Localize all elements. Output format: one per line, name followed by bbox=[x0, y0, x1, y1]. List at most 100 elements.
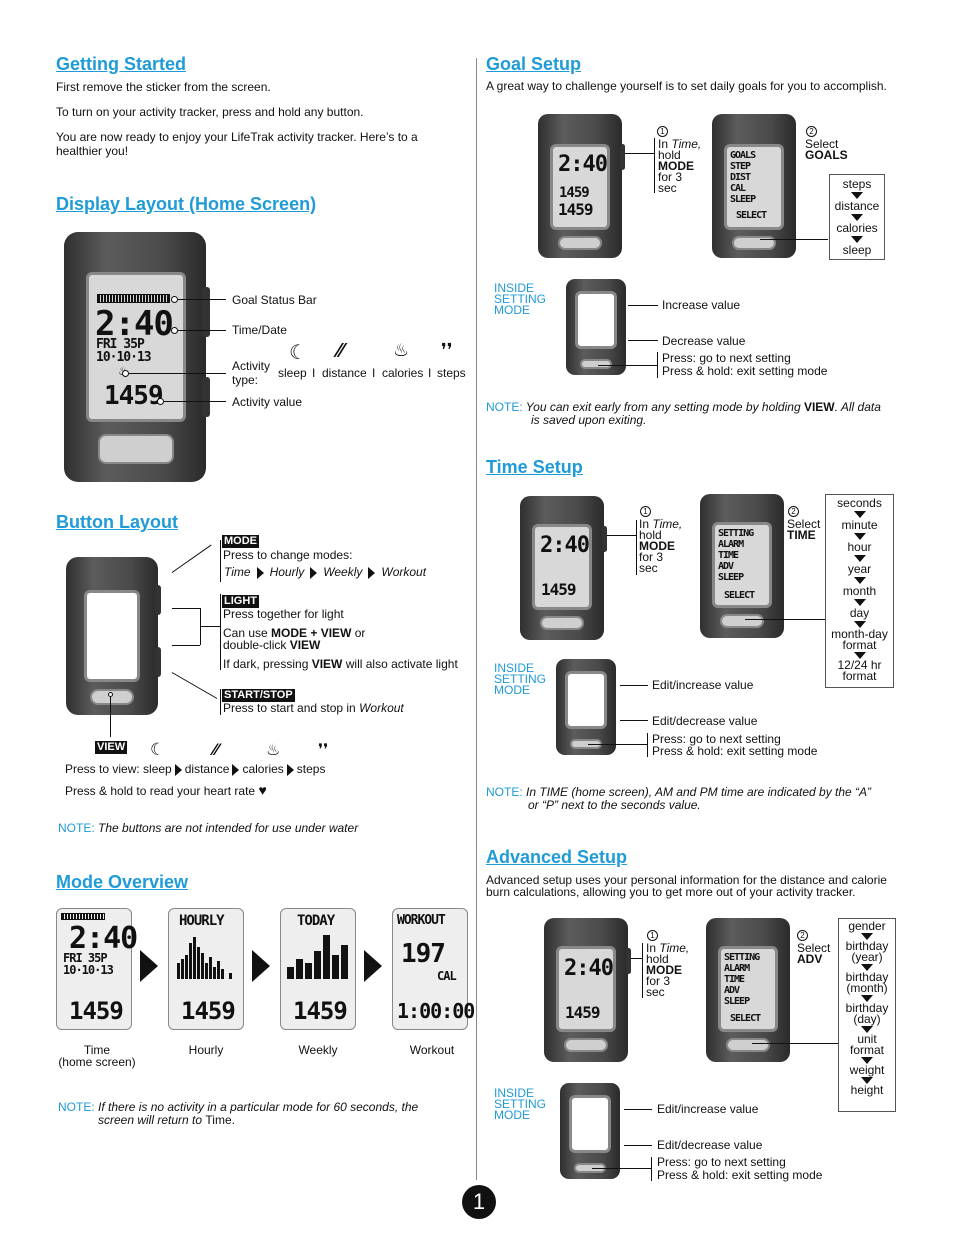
type-sleep: sleep bbox=[278, 366, 307, 380]
footsteps-icon: ❜❜ bbox=[318, 742, 329, 759]
button-layout-title: Button Layout bbox=[56, 512, 178, 532]
flame-icon: ♨ bbox=[393, 340, 410, 360]
goal-decrease: Decrease value bbox=[662, 334, 746, 348]
mode-tag: MODE bbox=[222, 535, 259, 548]
advanced-intro-2: burn calculations, allowing you to get m… bbox=[486, 885, 856, 899]
view-tag: VIEW bbox=[95, 741, 128, 754]
lcd-time: 2:40 bbox=[95, 304, 174, 344]
time-increase: Edit/increase value bbox=[652, 678, 754, 692]
goal-menu-lcd: GOALS STEP DIST CAL SLEEP bbox=[730, 150, 756, 205]
getting-started-p1: First remove the sticker from the screen… bbox=[56, 80, 271, 94]
step-1-badge: 1 bbox=[647, 930, 658, 941]
time-device-3 bbox=[556, 659, 616, 755]
mode-screen-weekly: TODAY 1459 bbox=[280, 908, 356, 1030]
view-button[interactable] bbox=[98, 434, 174, 464]
button-note: NOTE: The buttons are not intended for u… bbox=[58, 821, 359, 835]
arrow-right-icon bbox=[252, 950, 270, 982]
mode-label-workout: Workout bbox=[409, 1043, 455, 1057]
type-steps: steps bbox=[437, 366, 466, 380]
activity-type-label: Activity type: bbox=[232, 359, 271, 387]
light-dark: If dark, pressing VIEW will also activat… bbox=[223, 657, 458, 671]
view-button[interactable] bbox=[90, 689, 134, 705]
type-distance: distance bbox=[322, 366, 367, 380]
flame-icon: ♨ bbox=[266, 742, 281, 759]
goal-options-box: steps distance calories sleep bbox=[829, 174, 885, 260]
light-combo: Can use MODE + VIEW or bbox=[223, 626, 366, 640]
goal-note-1: NOTE: You can exit early from any settin… bbox=[486, 400, 881, 414]
adv-increase: Edit/increase value bbox=[657, 1102, 759, 1116]
step-2-badge: 2 bbox=[806, 126, 817, 137]
arrow-right-icon bbox=[364, 950, 382, 982]
tracker-device-home bbox=[64, 232, 210, 482]
lcd-date: 10·10·13 bbox=[96, 350, 152, 365]
goal-setup-intro: A great way to challenge yourself is to … bbox=[486, 79, 887, 93]
goal-setup-title: Goal Setup bbox=[486, 54, 582, 74]
lcd-value: 1459 bbox=[104, 381, 164, 411]
light-tag: LIGHT bbox=[222, 595, 259, 608]
time-exit: Press & hold: exit setting mode bbox=[652, 744, 818, 758]
adv-menu-lcd: SETTING ALARM TIME ADV SLEEP bbox=[724, 952, 760, 1007]
time-date-label: Time/Date bbox=[232, 323, 287, 337]
mode-screen-workout: WORKOUT 197 CAL 1:00:00 bbox=[392, 908, 475, 1030]
adv-next: Press: go to next setting bbox=[657, 1155, 786, 1169]
mode-note-2: screen will return to Time. bbox=[98, 1113, 235, 1127]
activity-value-label: Activity value bbox=[232, 395, 303, 409]
mode-label-weekly: Weekly bbox=[298, 1043, 338, 1057]
time-note-1: NOTE: In TIME (home screen), AM and PM t… bbox=[486, 785, 872, 799]
light-desc: Press together for light bbox=[223, 607, 344, 621]
start-stop-desc: Press to start and stop in Workout bbox=[223, 701, 404, 715]
footsteps-icon: ❜❜ bbox=[441, 340, 453, 360]
time-options-box: seconds minute hour year month day month… bbox=[825, 494, 894, 688]
step-2-badge: 2 bbox=[797, 930, 808, 941]
distance-icon: ⁄⁄ bbox=[213, 740, 219, 759]
goal-note-2: is saved upon exiting. bbox=[531, 413, 647, 427]
distance-icon: ⁄⁄ bbox=[337, 340, 344, 362]
adv-device-3 bbox=[560, 1083, 620, 1179]
mode-label-time-sub: (home screen) bbox=[58, 1055, 136, 1069]
light-double: double-click VIEW bbox=[223, 638, 321, 652]
getting-started-title: Getting Started bbox=[56, 54, 187, 74]
mode-note-1: NOTE: If there is no activity in a parti… bbox=[58, 1100, 419, 1114]
goal-status-bar-label: Goal Status Bar bbox=[232, 293, 317, 307]
heart-icon: ♥ bbox=[258, 782, 267, 798]
adv-decrease: Edit/decrease value bbox=[657, 1138, 763, 1152]
type-calories: calories bbox=[382, 366, 424, 380]
goal-increase: Increase value bbox=[662, 298, 741, 312]
page-number: 1 bbox=[462, 1185, 496, 1219]
adv-device-1 bbox=[544, 918, 631, 1062]
heart-rate-desc: Press & hold to read your heart rate ♥ bbox=[65, 782, 267, 798]
advanced-setup-title: Advanced Setup bbox=[486, 847, 628, 867]
getting-started-p3: You are now ready to enjoy your LifeTrak… bbox=[56, 130, 418, 158]
adv-device-2 bbox=[706, 918, 790, 1062]
adv-exit: Press & hold: exit setting mode bbox=[657, 1168, 823, 1182]
moon-icon: ☾ bbox=[150, 740, 166, 759]
time-next: Press: go to next setting bbox=[652, 732, 781, 746]
time-note-2: or “P” next to the seconds value. bbox=[528, 798, 701, 812]
step-1-badge: 1 bbox=[657, 126, 668, 137]
advanced-intro-1: Advanced setup uses your personal inform… bbox=[486, 873, 887, 887]
time-device-1 bbox=[520, 496, 607, 640]
time-device-2 bbox=[700, 494, 784, 638]
goal-next: Press: go to next setting bbox=[662, 351, 791, 365]
goal-device-2 bbox=[712, 114, 796, 258]
goal-status-bar bbox=[97, 294, 170, 303]
lcd-day: FRI 35P bbox=[96, 337, 145, 352]
mode-label-hourly: Hourly bbox=[188, 1043, 224, 1057]
mode-overview-title: Mode Overview bbox=[56, 872, 189, 892]
column-divider bbox=[476, 58, 477, 1180]
goal-exit: Press & hold: exit setting mode bbox=[662, 364, 828, 378]
goal-device-3 bbox=[566, 279, 626, 375]
mode-desc: Press to change modes: bbox=[223, 548, 353, 562]
mode-screen-hourly: HOURLY 1459 bbox=[168, 908, 244, 1030]
display-layout-title: Display Layout (Home Screen) bbox=[56, 194, 317, 214]
time-menu-lcd: SETTING ALARM TIME ADV SLEEP bbox=[718, 528, 754, 583]
